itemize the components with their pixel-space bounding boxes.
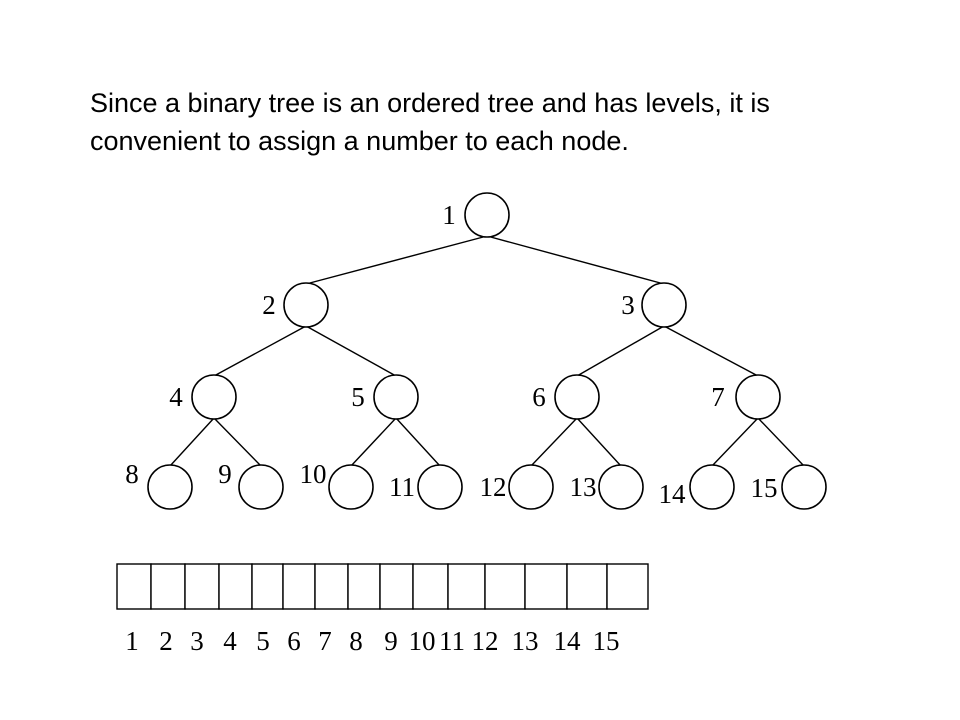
array-index-label: 14 [554, 626, 582, 656]
tree-node-7: 7 [711, 374, 781, 420]
array-cell-15 [606, 563, 649, 610]
array-index-label: 12 [472, 626, 499, 656]
tree-node-1: 1 [442, 192, 510, 238]
tree-edge-7-14 [711, 417, 759, 467]
tree-node-4: 4 [169, 374, 237, 420]
array-cell-2 [150, 563, 186, 610]
tree-node-circle [147, 464, 193, 510]
tree-node-13: 13 [570, 464, 644, 510]
tree-node-circle [735, 374, 781, 420]
tree-edge-2-4 [213, 325, 307, 377]
tree-edge-3-7 [663, 325, 759, 377]
array-index-label: 10 [409, 626, 436, 656]
array-index-label: 11 [439, 626, 465, 656]
array-index-label: 4 [223, 626, 237, 656]
array-cell-3 [184, 563, 220, 610]
tree-node-circle [373, 374, 419, 420]
tree-node-12: 12 [480, 464, 554, 510]
tree-edge-2-5 [305, 325, 397, 377]
array-cell-6 [282, 563, 316, 610]
tree-edge-6-13 [576, 417, 622, 467]
tree-node-label: 5 [351, 382, 365, 412]
tree-node-circle [191, 374, 237, 420]
tree-edges [169, 235, 805, 467]
array-index-label: 2 [159, 626, 173, 656]
array-cell-12 [484, 563, 526, 610]
tree-node-15: 15 [751, 464, 827, 510]
tree-node-circle [238, 464, 284, 510]
tree-node-circle [328, 464, 374, 510]
tree-node-label: 9 [218, 459, 232, 489]
tree-node-label: 15 [751, 473, 778, 503]
tree-node-9: 9 [218, 459, 284, 510]
tree-node-label: 13 [570, 472, 597, 502]
tree-node-label: 6 [532, 382, 546, 412]
tree-node-3: 3 [621, 282, 687, 328]
array-index-label: 3 [190, 626, 204, 656]
tree-node-label: 8 [125, 459, 139, 489]
array-index-label: 8 [349, 626, 363, 656]
tree-node-label: 12 [480, 472, 507, 502]
tree-node-label: 7 [711, 382, 725, 412]
array-cell-9 [379, 563, 414, 610]
tree-node-circle [417, 464, 463, 510]
array-cell-1 [116, 563, 152, 610]
tree-edge-3-6 [576, 325, 665, 377]
tree-edge-5-10 [350, 417, 397, 467]
array-index-label: 5 [256, 626, 270, 656]
tree-node-circle [689, 464, 735, 510]
array-cell-5 [251, 563, 284, 610]
array-cell-8 [347, 563, 381, 610]
tree-node-14: 14 [659, 464, 735, 510]
tree-node-label: 3 [621, 290, 635, 320]
array-cell-13 [524, 563, 568, 610]
tree-node-circle [641, 282, 687, 328]
tree-node-6: 6 [532, 374, 600, 420]
tree-node-label: 4 [169, 382, 183, 412]
tree-node-circle [598, 464, 644, 510]
array-index-label: 13 [512, 626, 539, 656]
tree-node-5: 5 [351, 374, 419, 420]
tree-node-label: 11 [389, 472, 415, 502]
tree-edge-1-2 [305, 235, 488, 285]
array-cell-11 [447, 563, 486, 610]
tree-edge-6-12 [530, 417, 578, 467]
array-index-label: 7 [318, 626, 332, 656]
array-cell-10 [412, 563, 449, 610]
tree-edge-5-11 [395, 417, 441, 467]
tree-node-circle [781, 464, 827, 510]
tree-node-label: 14 [659, 479, 687, 509]
array-cell-7 [314, 563, 349, 610]
tree-node-label: 2 [262, 290, 276, 320]
tree-node-circle [464, 192, 510, 238]
tree-node-11: 11 [389, 464, 463, 510]
tree-node-label: 1 [442, 200, 456, 230]
array-index-label: 9 [384, 626, 398, 656]
tree-edge-7-15 [757, 417, 805, 467]
array-index-label: 15 [593, 626, 620, 656]
array-index-label: 6 [287, 626, 301, 656]
tree-edge-4-8 [169, 417, 215, 467]
array-cells [116, 563, 649, 610]
tree-edge-1-3 [486, 235, 665, 285]
array-cell-14 [566, 563, 608, 610]
tree-node-8: 8 [125, 459, 193, 510]
tree-node-label: 10 [300, 459, 327, 489]
tree-node-circle [508, 464, 554, 510]
tree-edge-4-9 [213, 417, 262, 467]
intro-text: Since a binary tree is an ordered tree a… [90, 88, 770, 156]
tree-node-2: 2 [262, 282, 329, 328]
array-cell-4 [218, 563, 253, 610]
tree-node-10: 10 [300, 459, 374, 510]
tree-node-circle [554, 374, 600, 420]
tree-node-circle [283, 282, 329, 328]
array-index-label: 1 [125, 626, 139, 656]
